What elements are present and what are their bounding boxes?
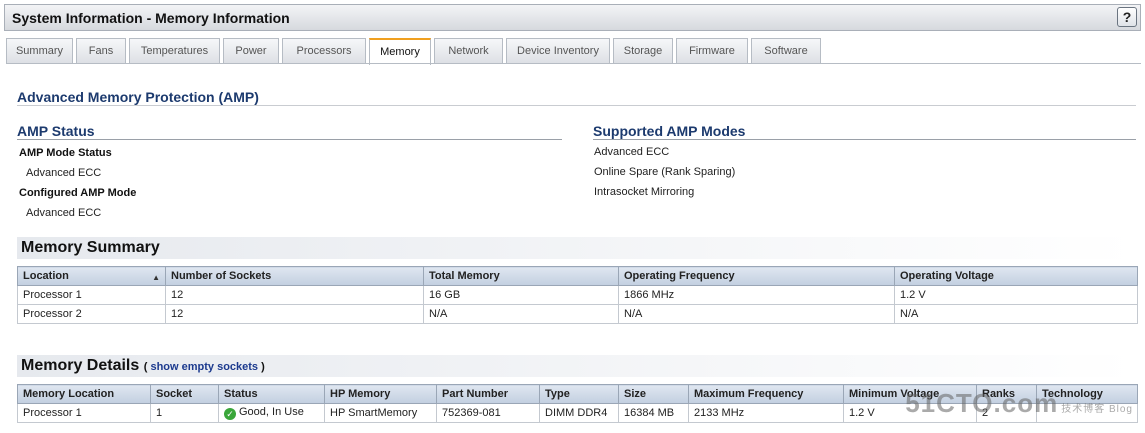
tab-network[interactable]: Network [434, 38, 503, 64]
tab-processors[interactable]: Processors [282, 38, 366, 64]
column-header-minimum-voltage[interactable]: Minimum Voltage [843, 384, 977, 404]
sort-ascending-icon[interactable]: ▲ [152, 273, 160, 282]
column-header-label: Location [23, 270, 69, 282]
table-row[interactable]: Processor 1 12 16 GB 1866 MHz 1.2 V [17, 285, 1138, 305]
column-header-part-number[interactable]: Part Number [436, 384, 540, 404]
link-paren-close: ) [258, 361, 265, 373]
memory-details-title-text: Memory Details [21, 357, 140, 374]
memory-details-table: Memory Location Socket Status HP Memory … [17, 384, 1138, 423]
watermark-subtext: 技术博客 Blog [1061, 404, 1133, 415]
table-cell: 2 [976, 403, 1037, 423]
column-header-technology[interactable]: Technology [1036, 384, 1138, 404]
tab-divider [6, 63, 1141, 64]
column-header-operating-voltage[interactable]: Operating Voltage [894, 266, 1138, 286]
table-cell: 12 [165, 304, 424, 324]
link-paren-open: ( [143, 361, 151, 373]
table-cell: Processor 1 [17, 403, 151, 423]
tab-memory[interactable]: Memory [369, 38, 431, 65]
tab-power[interactable]: Power [223, 38, 279, 64]
supported-mode-item: Advanced ECC [594, 146, 670, 158]
column-header-memory-location[interactable]: Memory Location [17, 384, 151, 404]
column-header-hp-memory[interactable]: HP Memory [324, 384, 437, 404]
table-cell: DIMM DDR4 [539, 403, 619, 423]
amp-status-divider [17, 139, 562, 140]
table-cell: HP SmartMemory [324, 403, 437, 423]
tab-temperatures[interactable]: Temperatures [129, 38, 220, 64]
table-row[interactable]: Processor 2 12 N/A N/A N/A [17, 304, 1138, 324]
amp-heading: Advanced Memory Protection (AMP) [17, 89, 259, 105]
amp-mode-status-value: Advanced ECC [26, 167, 102, 179]
tab-storage[interactable]: Storage [613, 38, 673, 64]
tab-fans[interactable]: Fans [76, 38, 126, 64]
window-titlebar: System Information - Memory Information … [4, 4, 1141, 31]
table-row[interactable]: Processor 1 1 ✓Good, In Use HP SmartMemo… [17, 403, 1138, 423]
tab-device-inventory[interactable]: Device Inventory [506, 38, 610, 64]
table-header-row: Memory Location Socket Status HP Memory … [17, 384, 1138, 404]
status-text: Good, In Use [239, 406, 304, 418]
table-cell: 16384 MB [618, 403, 689, 423]
configured-amp-mode-value: Advanced ECC [26, 207, 102, 219]
help-button[interactable]: ? [1117, 7, 1137, 27]
configured-amp-mode-label: Configured AMP Mode [19, 187, 137, 199]
watermark-text: 51CTO.com [905, 388, 1059, 418]
table-cell: Processor 2 [17, 304, 166, 324]
show-empty-sockets-link[interactable]: show empty sockets [150, 361, 259, 373]
column-header-number-of-sockets[interactable]: Number of Sockets [165, 266, 424, 286]
column-header-location[interactable]: Location ▲ [17, 266, 166, 286]
window-title: System Information - Memory Information [12, 10, 290, 26]
memory-details-title: Memory Details ( show empty sockets ) [21, 357, 265, 375]
table-cell: 12 [165, 285, 424, 305]
memory-summary-header: Memory Summary [17, 237, 1136, 259]
memory-details-header: Memory Details ( show empty sockets ) [17, 355, 1136, 377]
status-ok-icon: ✓ [224, 408, 236, 420]
amp-heading-divider [17, 105, 1136, 106]
column-header-total-memory[interactable]: Total Memory [423, 266, 619, 286]
column-header-maximum-frequency[interactable]: Maximum Frequency [688, 384, 844, 404]
table-header-row: Location ▲ Number of Sockets Total Memory… [17, 266, 1138, 286]
memory-summary-title: Memory Summary [21, 239, 160, 256]
supported-mode-item: Intrasocket Mirroring [594, 186, 695, 198]
table-cell: N/A [894, 304, 1138, 324]
table-cell: 2133 MHz [688, 403, 844, 423]
column-header-socket[interactable]: Socket [150, 384, 219, 404]
column-header-type[interactable]: Type [539, 384, 619, 404]
supported-amp-modes-heading: Supported AMP Modes [593, 123, 746, 139]
column-header-operating-frequency[interactable]: Operating Frequency [618, 266, 895, 286]
amp-status-heading: AMP Status [17, 123, 95, 139]
amp-mode-status-label: AMP Mode Status [19, 147, 112, 159]
table-cell: N/A [423, 304, 619, 324]
table-cell: N/A [618, 304, 895, 324]
table-cell: 752369-081 [436, 403, 540, 423]
table-cell-status: ✓Good, In Use [218, 403, 325, 423]
table-cell: 1 [150, 403, 219, 423]
tab-firmware[interactable]: Firmware [676, 38, 748, 64]
tab-software[interactable]: Software [751, 38, 821, 64]
supported-mode-item: Online Spare (Rank Sparing) [594, 166, 736, 178]
column-header-status[interactable]: Status [218, 384, 325, 404]
table-cell: 16 GB [423, 285, 619, 305]
table-cell: Processor 1 [17, 285, 166, 305]
table-cell: 1.2 V [843, 403, 977, 423]
memory-summary-table: Location ▲ Number of Sockets Total Memory… [17, 266, 1138, 324]
table-cell [1036, 403, 1138, 423]
table-cell: 1866 MHz [618, 285, 895, 305]
column-header-size[interactable]: Size [618, 384, 689, 404]
supported-amp-modes-divider [593, 139, 1136, 140]
table-cell: 1.2 V [894, 285, 1138, 305]
tab-summary[interactable]: Summary [6, 38, 73, 64]
